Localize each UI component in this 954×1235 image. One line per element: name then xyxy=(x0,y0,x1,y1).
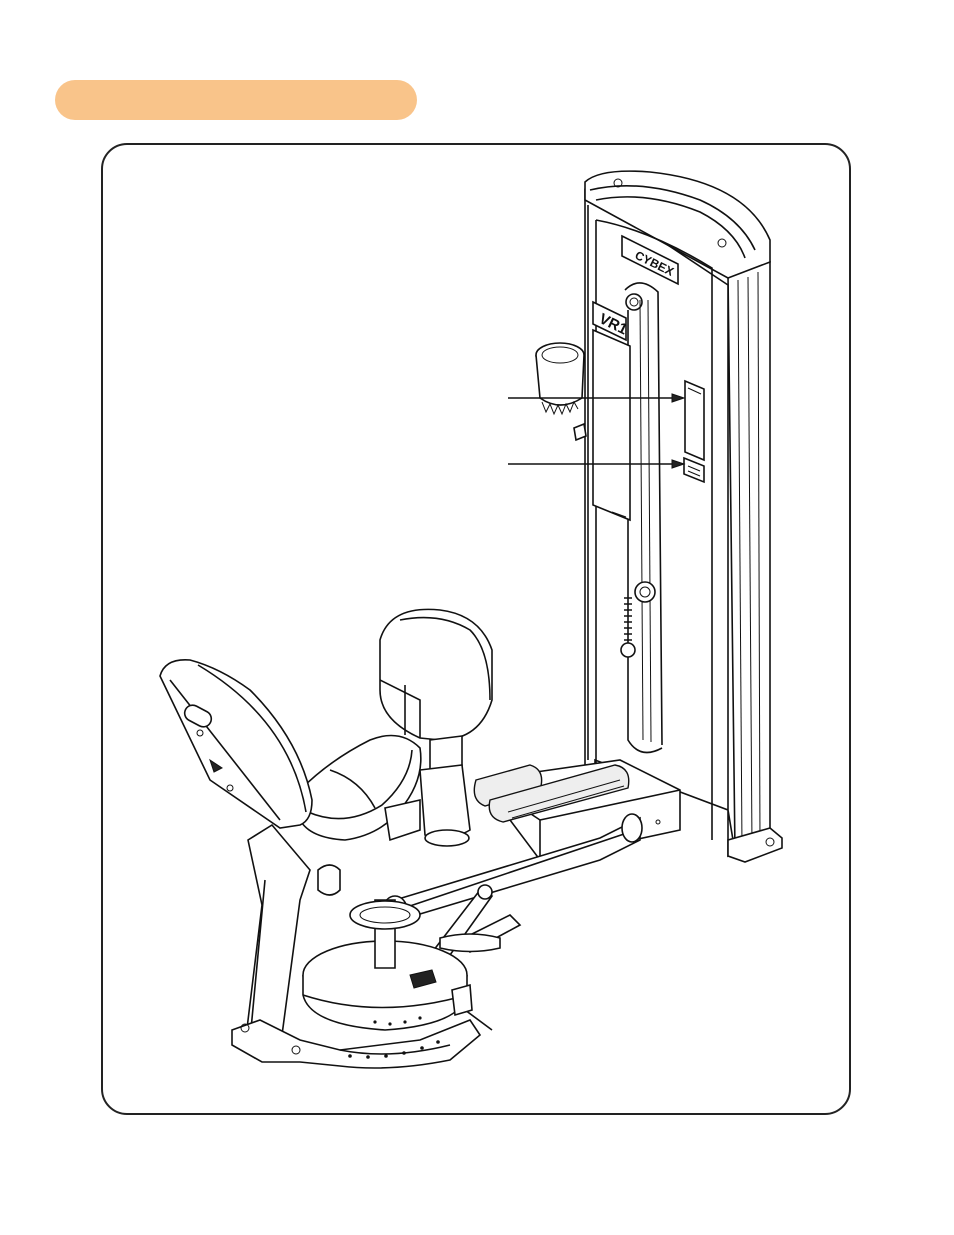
seat-cushion xyxy=(299,734,422,842)
weight-stack-tower: CYBEX VR1 xyxy=(584,170,783,863)
rotating-base xyxy=(231,864,501,1069)
illustration-frame xyxy=(101,143,851,1115)
bottle-holder xyxy=(535,342,587,442)
section-title-bar xyxy=(55,80,417,120)
back-pad xyxy=(159,659,313,1060)
leg-pad xyxy=(379,608,493,847)
